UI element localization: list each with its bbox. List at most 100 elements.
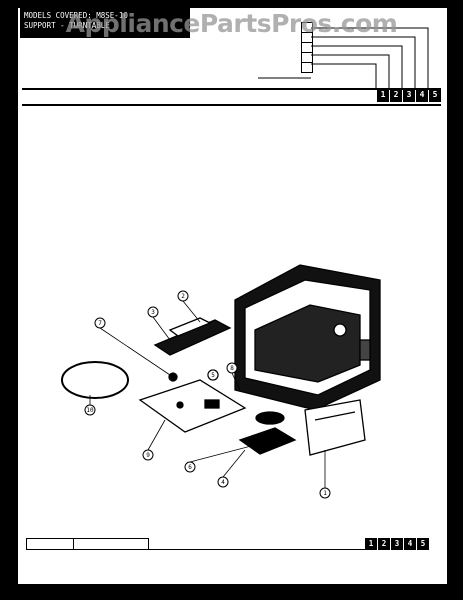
part-no: 10 [36, 189, 45, 199]
callout-2: 2 [177, 290, 189, 302]
new-part-legend: *NEW PART [26, 538, 74, 550]
box-number: 4 [404, 538, 416, 550]
part-number: 0111-0033 [302, 156, 341, 166]
part-number: 0302-0077 [302, 173, 341, 183]
leader-dashes: ----------------------------------------… [139, 174, 266, 183]
part-description: Roller [70, 165, 96, 175]
part-mark: X [372, 189, 377, 199]
footer-bar: *NEW PART N/S-NOT SHOWN [26, 538, 436, 550]
leader-dashes: ----------------------------------------… [100, 117, 266, 125]
part-number: 0226-0037 [302, 181, 341, 191]
part-number: 0230-0043 [302, 140, 341, 150]
callout-label: 5 [211, 372, 215, 379]
part-no: 4 [42, 140, 47, 150]
part-no: 3 [42, 132, 47, 142]
part-description: Channel Base Left [70, 124, 144, 134]
part-description: Bearing [70, 116, 101, 125]
section-title: SUPPORT - TURNTABLE [24, 21, 110, 30]
part-description: Cover, Motor Turntable [70, 140, 166, 150]
part-number: 0244-0001 [302, 116, 341, 125]
col-part-number: PART NUMBER [290, 93, 334, 101]
not-shown-legend: N/S-NOT SHOWN [73, 538, 149, 550]
part-no: 2 [42, 124, 47, 134]
part-number: 0246-0005 [302, 189, 341, 199]
part-mark: X [372, 173, 377, 183]
part-qty: 1 [271, 165, 276, 175]
col-no: NO. [36, 93, 48, 101]
header-box: MODELS COVERED: M8SE-10 SUPPORT - TURNTA… [20, 8, 190, 38]
box-number: 4 [416, 88, 428, 102]
callout-4: 4 [217, 476, 229, 488]
page-id: Micro/M-84 [398, 553, 441, 561]
part-mark: X [372, 165, 377, 175]
column-header: NO. DESCRIPTION SEE PRX PART NUMBER [22, 88, 441, 106]
box-number: 2 [390, 88, 402, 102]
part-mark: X [372, 140, 377, 150]
box-numbers: 1 2 3 4 5 [376, 88, 441, 102]
callout-label: 1 [323, 490, 327, 497]
part-qty: 1 [271, 156, 276, 166]
part-no: 5 [42, 148, 47, 158]
part-mark: X [372, 148, 377, 158]
part-mark: X [372, 181, 377, 191]
callout-label: 4 [221, 479, 225, 486]
callout-9: 9 [142, 449, 154, 461]
callout-label: 8 [230, 365, 234, 372]
part-qty: 1 [271, 181, 276, 191]
version-brackets [258, 27, 429, 90]
box-number: 3 [391, 538, 403, 550]
callout-8: 8 [226, 362, 238, 374]
footer-box-numbers: 1 2 3 4 5 [365, 538, 430, 550]
callout-label: 2 [181, 293, 185, 300]
part-no: 7 [42, 165, 47, 175]
leader-dashes: ----------------------------------------… [139, 182, 266, 191]
callout-6: 6 [184, 461, 196, 473]
part-qty: 1 [271, 140, 276, 150]
models-covered: MODELS COVERED: M8SE-10 [24, 11, 128, 20]
col-see-prx: SEE PRX [255, 93, 283, 101]
part-no: 9 [42, 181, 47, 191]
box-number: 5 [429, 88, 441, 102]
part-no: 6 [42, 156, 47, 166]
callout-3: 3 [147, 306, 159, 318]
part-description: Turntable, Shelf [70, 189, 140, 199]
leader-dashes: ----------------------------------------… [165, 141, 266, 150]
box-number: 1 [365, 538, 377, 550]
version-cell: 01 [301, 62, 313, 73]
col-description: DESCRIPTION [114, 93, 158, 101]
part-qty: 1 [271, 148, 276, 158]
part-description: Screw, Turntable [70, 173, 140, 183]
part-mark: X [372, 156, 377, 166]
model-label: M8SE-10 [258, 70, 288, 78]
part-description: Gear, Turntable [70, 148, 135, 158]
part-number: 0221-0011 [302, 165, 341, 175]
box-number: 1 [377, 88, 389, 102]
callout-7: 7 [94, 317, 106, 329]
part-number: 0209-0010 [302, 124, 341, 134]
callout-5: 5 [207, 369, 219, 381]
part-description: Channel Base Right [70, 132, 148, 142]
part-qty: 1 [271, 116, 276, 125]
callout-label: 9 [146, 452, 150, 459]
part-qty: 1 [271, 132, 276, 142]
leader-dashes: ----------------------------------------… [135, 149, 266, 158]
callout-label: 6 [188, 464, 192, 471]
part-qty: 1 [271, 189, 276, 199]
box-number: 3 [403, 88, 415, 102]
box-number: 2 [378, 538, 390, 550]
part-qty: 1 [271, 173, 276, 183]
callout-1: 1 [319, 487, 331, 499]
leader-dashes: ----------------------------------------… [148, 133, 266, 142]
leader-dashes: ----------------------------------------… [139, 190, 266, 199]
callout-label: 10 [86, 407, 94, 414]
exploded-diagram: 1 2 3 4 5 6 7 8 9 10 [61, 264, 381, 499]
box-number: 5 [417, 538, 429, 550]
callout-label: 3 [151, 309, 155, 316]
issued-date: Issued 2/89 [28, 553, 75, 561]
part-no: 1 [42, 116, 47, 125]
leader-dashes: ----------------------------------------… [143, 125, 266, 134]
callout-label: 7 [98, 320, 102, 327]
part-mark: X [372, 116, 377, 125]
part-number: 0209-0011 [302, 132, 341, 142]
part-description: Motor, Turntable [70, 156, 140, 166]
